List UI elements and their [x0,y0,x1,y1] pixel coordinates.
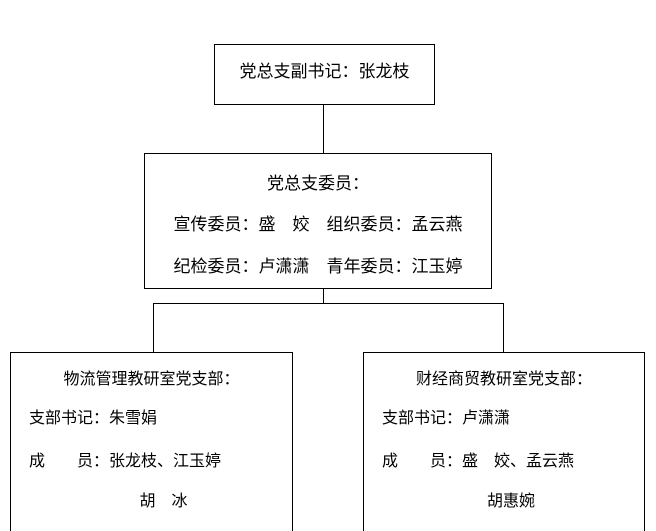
branch-logistics-secretary: 支部书记：朱雪娟 [29,408,158,427]
connector-committee-stub [323,288,324,304]
org-node-branch-commerce: 财经商贸教研室党支部： 支部书记：卢潇潇 成 员：盛 姣、孟云燕 胡惠婉 [363,352,645,531]
branch-logistics-members-line-1: 成 员：张龙枝、江玉婷 [29,451,222,470]
deputy-secretary-text: 党总支副书记：张龙枝 [239,62,410,82]
org-node-committee: 党总支委员： 宣传委员：盛 姣 组织委员：孟云燕 纪检委员：卢潇潇 青年委员：江… [144,153,492,289]
committee-title: 党总支委员： [267,174,369,194]
connector-branch-horizontal-bar [153,303,504,304]
org-node-deputy-secretary: 党总支副书记：张龙枝 [214,44,435,105]
connector-deputy-to-committee [323,104,324,154]
committee-member-line-1: 宣传委员：盛 姣 组织委员：孟云燕 [173,215,463,235]
connector-drop-to-commerce [503,303,504,353]
branch-logistics-members-line-2: 胡 冰 [139,491,188,510]
org-node-branch-logistics: 物流管理教研室党支部： 支部书记：朱雪娟 成 员：张龙枝、江玉婷 胡 冰 [10,352,293,531]
branch-logistics-title: 物流管理教研室党支部： [63,369,240,388]
branch-commerce-title: 财经商贸教研室党支部： [415,369,592,388]
branch-commerce-secretary: 支部书记：卢潇潇 [382,408,511,427]
branch-commerce-members-line-1: 成 员：盛 姣、孟云燕 [382,451,575,470]
branch-commerce-members-line-2: 胡惠婉 [486,491,535,510]
committee-member-line-2: 纪检委员：卢潇潇 青年委员：江玉婷 [173,257,463,277]
connector-drop-to-logistics [153,303,154,353]
